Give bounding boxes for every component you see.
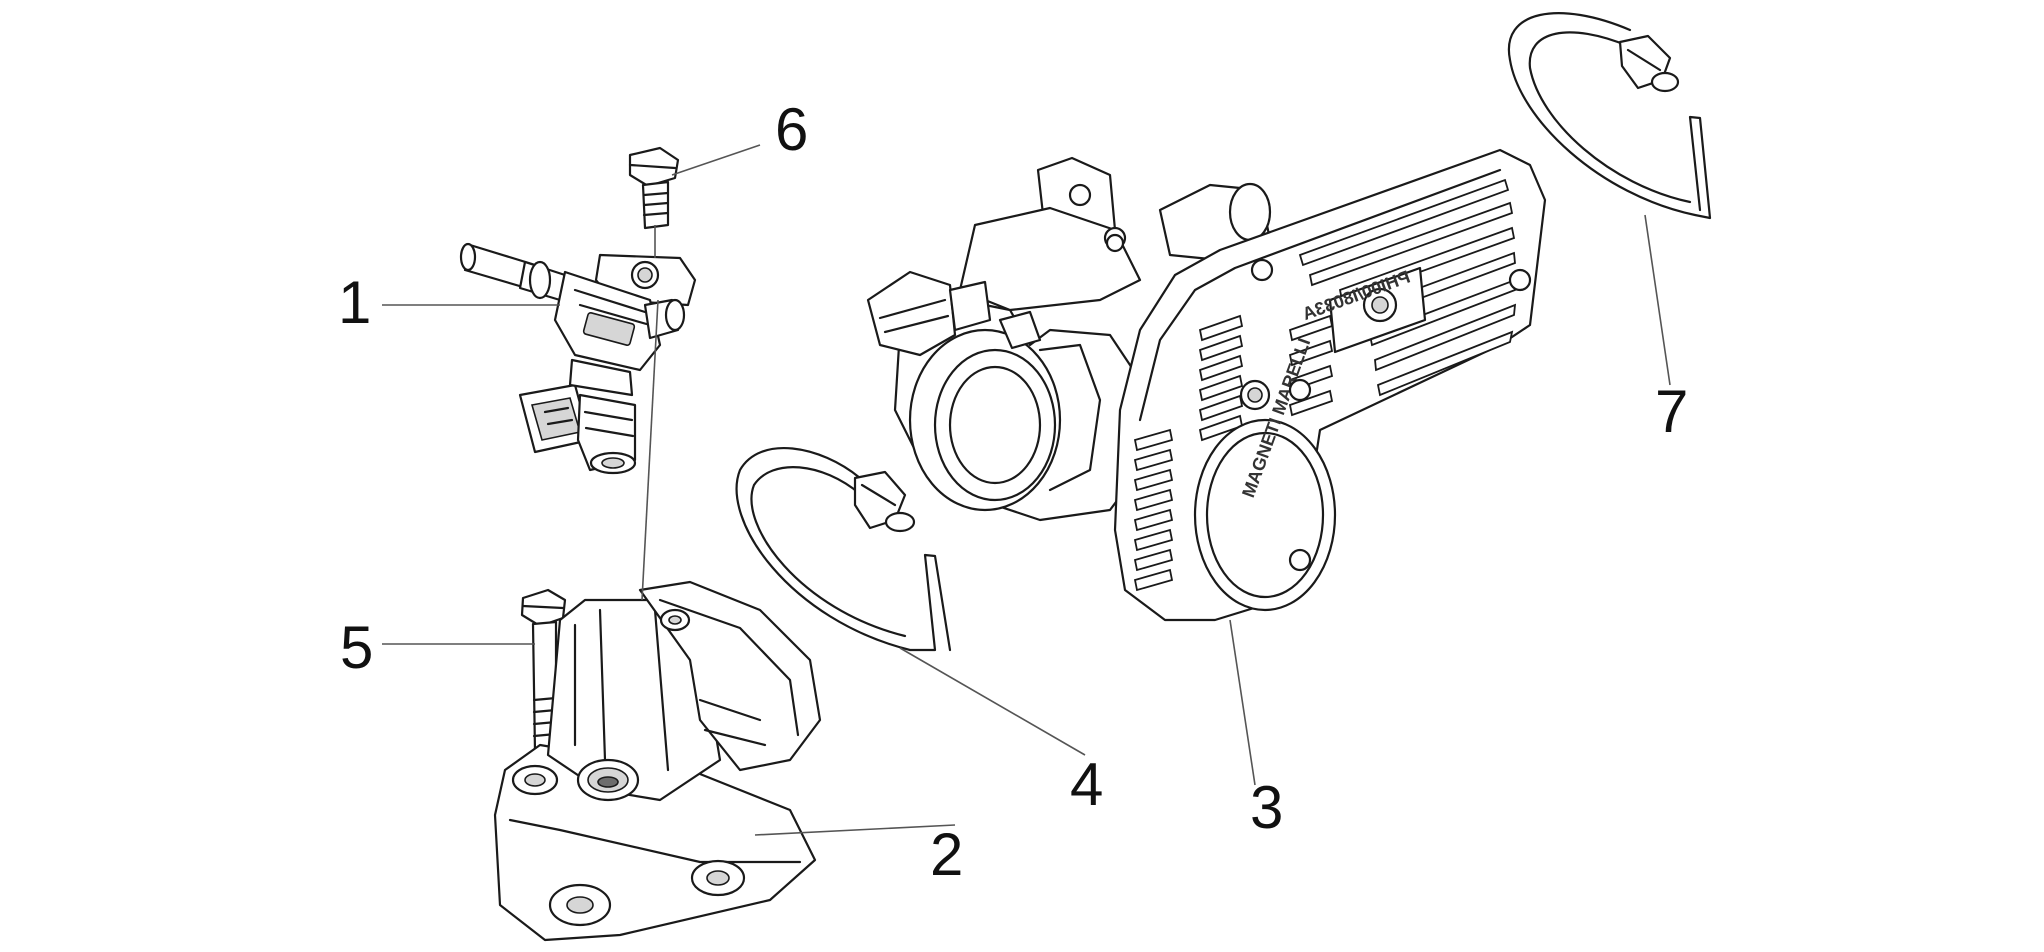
- callout-2: 2: [930, 821, 963, 888]
- throttle-body: PHI00/I8033A MAGNETI MARELLI: [866, 148, 1547, 622]
- hose-clamp-left: [735, 447, 952, 652]
- leader-3: [1229, 619, 1256, 786]
- leader-4: [899, 647, 1086, 756]
- callout-1: 1: [338, 269, 371, 336]
- callout-5: 5: [340, 614, 373, 681]
- callout-6: 6: [775, 96, 808, 163]
- guide-injector-manifold: [641, 299, 659, 601]
- callout-7: 7: [1655, 378, 1688, 445]
- leader-6: [671, 144, 761, 176]
- fuel-injector: [459, 242, 697, 475]
- injector-screw: [628, 146, 680, 230]
- callout-labels: 1 2 3 4 5 6 7: [338, 96, 1688, 888]
- leader-7: [1644, 214, 1671, 386]
- callout-3: 3: [1250, 774, 1283, 841]
- hose-clamp-right: [1507, 12, 1712, 220]
- leader-2: [754, 824, 956, 836]
- intake-manifold: [493, 580, 822, 942]
- callout-4: 4: [1070, 751, 1103, 818]
- leader-lines: [382, 144, 1671, 836]
